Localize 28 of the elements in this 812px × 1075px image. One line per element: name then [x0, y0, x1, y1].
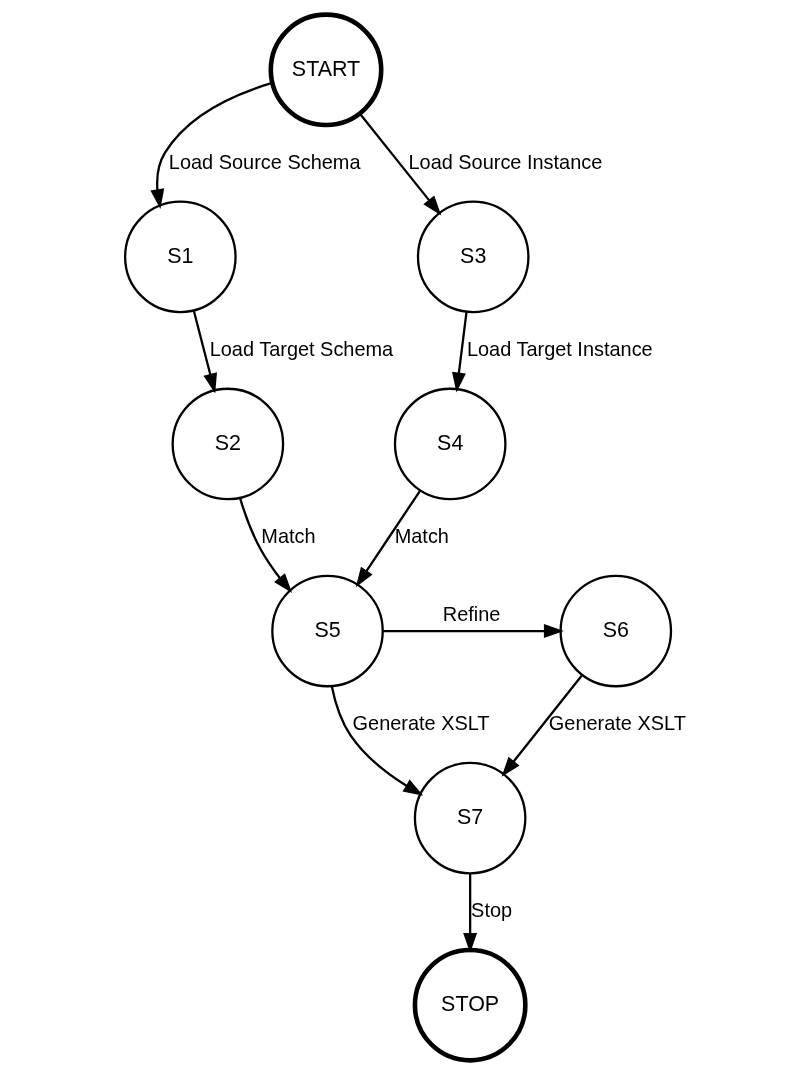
arrow: [149, 81, 272, 209]
edge-label: Load Target Instance: [466, 337, 653, 360]
arrow: [382, 624, 564, 639]
edge-label: Match: [260, 524, 316, 547]
node-circle: S2: [171, 387, 284, 501]
edge-label: Stop: [470, 898, 512, 921]
arrow: [355, 489, 421, 588]
edge-label: Match: [394, 524, 449, 547]
edge-label: Refine: [442, 602, 500, 625]
arrow: [451, 312, 468, 393]
node-circle: S6: [558, 574, 672, 688]
edge-label: Load Source Instance: [407, 150, 602, 173]
node-circle: S4: [393, 387, 507, 501]
edge-label: Load Target Schema: [209, 337, 393, 360]
edge-label: Load Source Schema: [168, 150, 360, 173]
arrow: [358, 112, 441, 216]
node-circle: S7: [413, 761, 526, 875]
arrow: [462, 873, 477, 954]
node-circle: START: [268, 12, 383, 128]
arrow: [192, 310, 217, 394]
arrow: [501, 674, 583, 777]
node-circle: STOP: [412, 947, 528, 1063]
arrow: [330, 686, 423, 796]
arrow: [238, 497, 292, 594]
edge-label: Generate XSLT: [352, 711, 490, 734]
edge-label: Generate XSLT: [548, 711, 686, 734]
node-circle: S1: [123, 200, 237, 314]
node-circle: S3: [416, 200, 530, 314]
